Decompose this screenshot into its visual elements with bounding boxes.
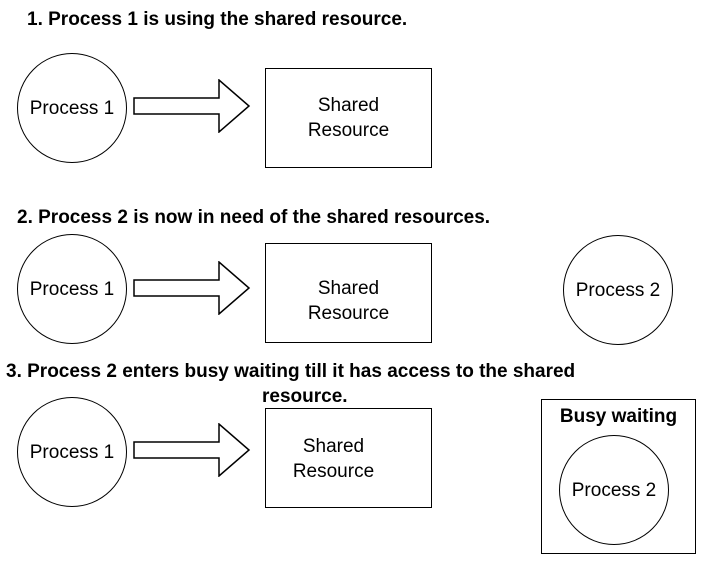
step-3-process-1-label: Process 1 [29,441,115,463]
step-3-heading-line-2: resource. [262,386,348,407]
step-2-process-1-label: Process 1 [29,278,115,300]
step-2-process-2-label: Process 2 [575,279,661,301]
busy-waiting-box: Busy waiting Process 2 [541,399,696,554]
step-2-shared-resource-box: Shared Resource [265,243,432,343]
step-2-arrow-icon [133,261,251,315]
step-1-process-1-label: Process 1 [29,97,115,119]
step-3-shared-resource-box: Shared Resource [265,408,432,508]
step-3-shared-line-2: Resource [292,461,375,482]
step-3-shared-line-1: Shared [302,436,365,457]
step-2-shared-line-1: Shared [317,278,380,299]
busy-waiting-title: Busy waiting [559,406,678,427]
step-2-shared-line-2: Resource [307,303,390,324]
step-3-arrow-icon [133,423,251,477]
step-2-heading: 2. Process 2 is now in need of the share… [17,207,491,228]
step-3-heading-line-1: 3. Process 2 enters busy waiting till it… [6,361,576,382]
step-3-process-1-circle: Process 1 [17,397,127,507]
step-2-process-1-circle: Process 1 [17,234,127,344]
step-1-shared-line-2: Resource [307,120,390,141]
step-1-shared-line-1: Shared [317,95,380,116]
step-1-process-1-circle: Process 1 [17,53,127,163]
step-3-process-2-label: Process 2 [571,479,657,501]
step-1-heading: 1. Process 1 is using the shared resourc… [27,9,408,30]
step-1-arrow-icon [133,79,251,133]
step-2-process-2-circle: Process 2 [563,235,673,345]
step-1-shared-resource-box: Shared Resource [265,68,432,168]
step-3-process-2-circle: Process 2 [559,435,669,545]
